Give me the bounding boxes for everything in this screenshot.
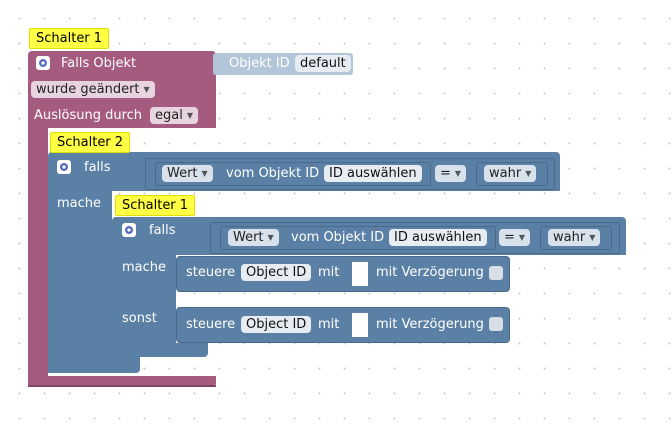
action-2-object-field[interactable]: Object ID (241, 316, 312, 333)
inner-operator-dropdown[interactable]: =▼ (499, 229, 531, 246)
trigger-block-spine (28, 126, 48, 386)
trigger-condition-value: wurde geändert (36, 82, 140, 97)
inner-comparison-dropdown[interactable]: wahr▼ (548, 229, 601, 246)
if-block-outer-footer (48, 356, 140, 373)
trigger-title: Falls Objekt (61, 56, 137, 71)
if-block-inner-spine (112, 253, 176, 357)
action-2-delay-checkbox[interactable] (489, 317, 503, 331)
outer-vom-label: vom Objekt ID (226, 166, 320, 181)
inner-comparison: wahr (553, 230, 586, 245)
inner-vom-label: vom Objekt ID (291, 230, 385, 245)
outer-value-type-dropdown[interactable]: Wert▼ (162, 165, 213, 182)
if-block-outer-spine (48, 189, 112, 373)
action-2-mit-label: mit (318, 317, 340, 332)
chevron-down-icon: ▼ (201, 169, 208, 178)
action-1-object-field[interactable]: Object ID (241, 264, 312, 281)
trigger-label: Auslösung durch (34, 108, 143, 123)
objekt-id-label: Objekt ID (229, 56, 290, 71)
action-2-delay-label: mit Verzögerung (376, 317, 484, 332)
action-2-label: steuere (186, 317, 236, 332)
action-block-2[interactable] (176, 307, 510, 343)
outer-comparison-dropdown[interactable]: wahr▼ (484, 165, 537, 182)
action-2-value-slot[interactable] (352, 313, 368, 337)
trigger-block-footer-shadow (28, 385, 216, 387)
chevron-down-icon: ▼ (186, 111, 193, 120)
inner-value-type: Wert (233, 230, 264, 245)
chevron-down-icon: ▼ (525, 169, 532, 178)
trigger-value-dropdown[interactable]: egal▼ (150, 107, 198, 124)
action-1-mit-label: mit (318, 265, 340, 280)
trigger-block-footer (28, 376, 216, 387)
if-inner-sonst-label: sonst (122, 311, 157, 326)
outer-comparison: wahr (489, 166, 522, 181)
outer-operator: = (440, 166, 451, 181)
trigger-condition-dropdown[interactable]: wurde geändert▼ (31, 81, 155, 98)
if-inner-falls-label: falls (149, 223, 176, 238)
chevron-down-icon: ▼ (143, 85, 150, 94)
comment-bubble-outer[interactable]: Schalter 1 (29, 28, 110, 49)
if-inner-mache-label: mache (122, 260, 167, 275)
comment-bubble-middle[interactable]: Schalter 2 (50, 132, 131, 153)
action-1-delay-label: mit Verzögerung (376, 265, 484, 280)
inner-id-field[interactable]: ID auswählen (389, 229, 487, 246)
if-inner-gear-icon[interactable] (122, 223, 136, 237)
if-block-inner-footer (112, 343, 208, 357)
inner-operator: = (504, 230, 515, 245)
action-1-delay-checkbox[interactable] (489, 266, 503, 280)
action-1-value-slot[interactable] (352, 262, 368, 286)
if-outer-falls-label: falls (84, 160, 111, 175)
chevron-down-icon: ▼ (589, 233, 596, 242)
action-1-label: steuere (186, 265, 236, 280)
trigger-value: egal (155, 108, 183, 123)
if-outer-mache-label: mache (57, 196, 102, 211)
objekt-id-field[interactable]: default (295, 55, 351, 72)
trigger-gear-icon[interactable] (36, 56, 50, 70)
outer-id-field[interactable]: ID auswählen (324, 165, 422, 182)
chevron-down-icon: ▼ (454, 169, 462, 178)
chevron-down-icon: ▼ (518, 233, 526, 242)
outer-value-type: Wert (167, 166, 198, 181)
chevron-down-icon: ▼ (267, 233, 274, 242)
outer-operator-dropdown[interactable]: =▼ (435, 165, 467, 182)
inner-value-type-dropdown[interactable]: Wert▼ (228, 229, 279, 246)
if-outer-gear-icon[interactable] (57, 160, 71, 174)
action-block-1[interactable] (176, 256, 510, 292)
comment-bubble-inner[interactable]: Schalter 1 (115, 195, 196, 216)
